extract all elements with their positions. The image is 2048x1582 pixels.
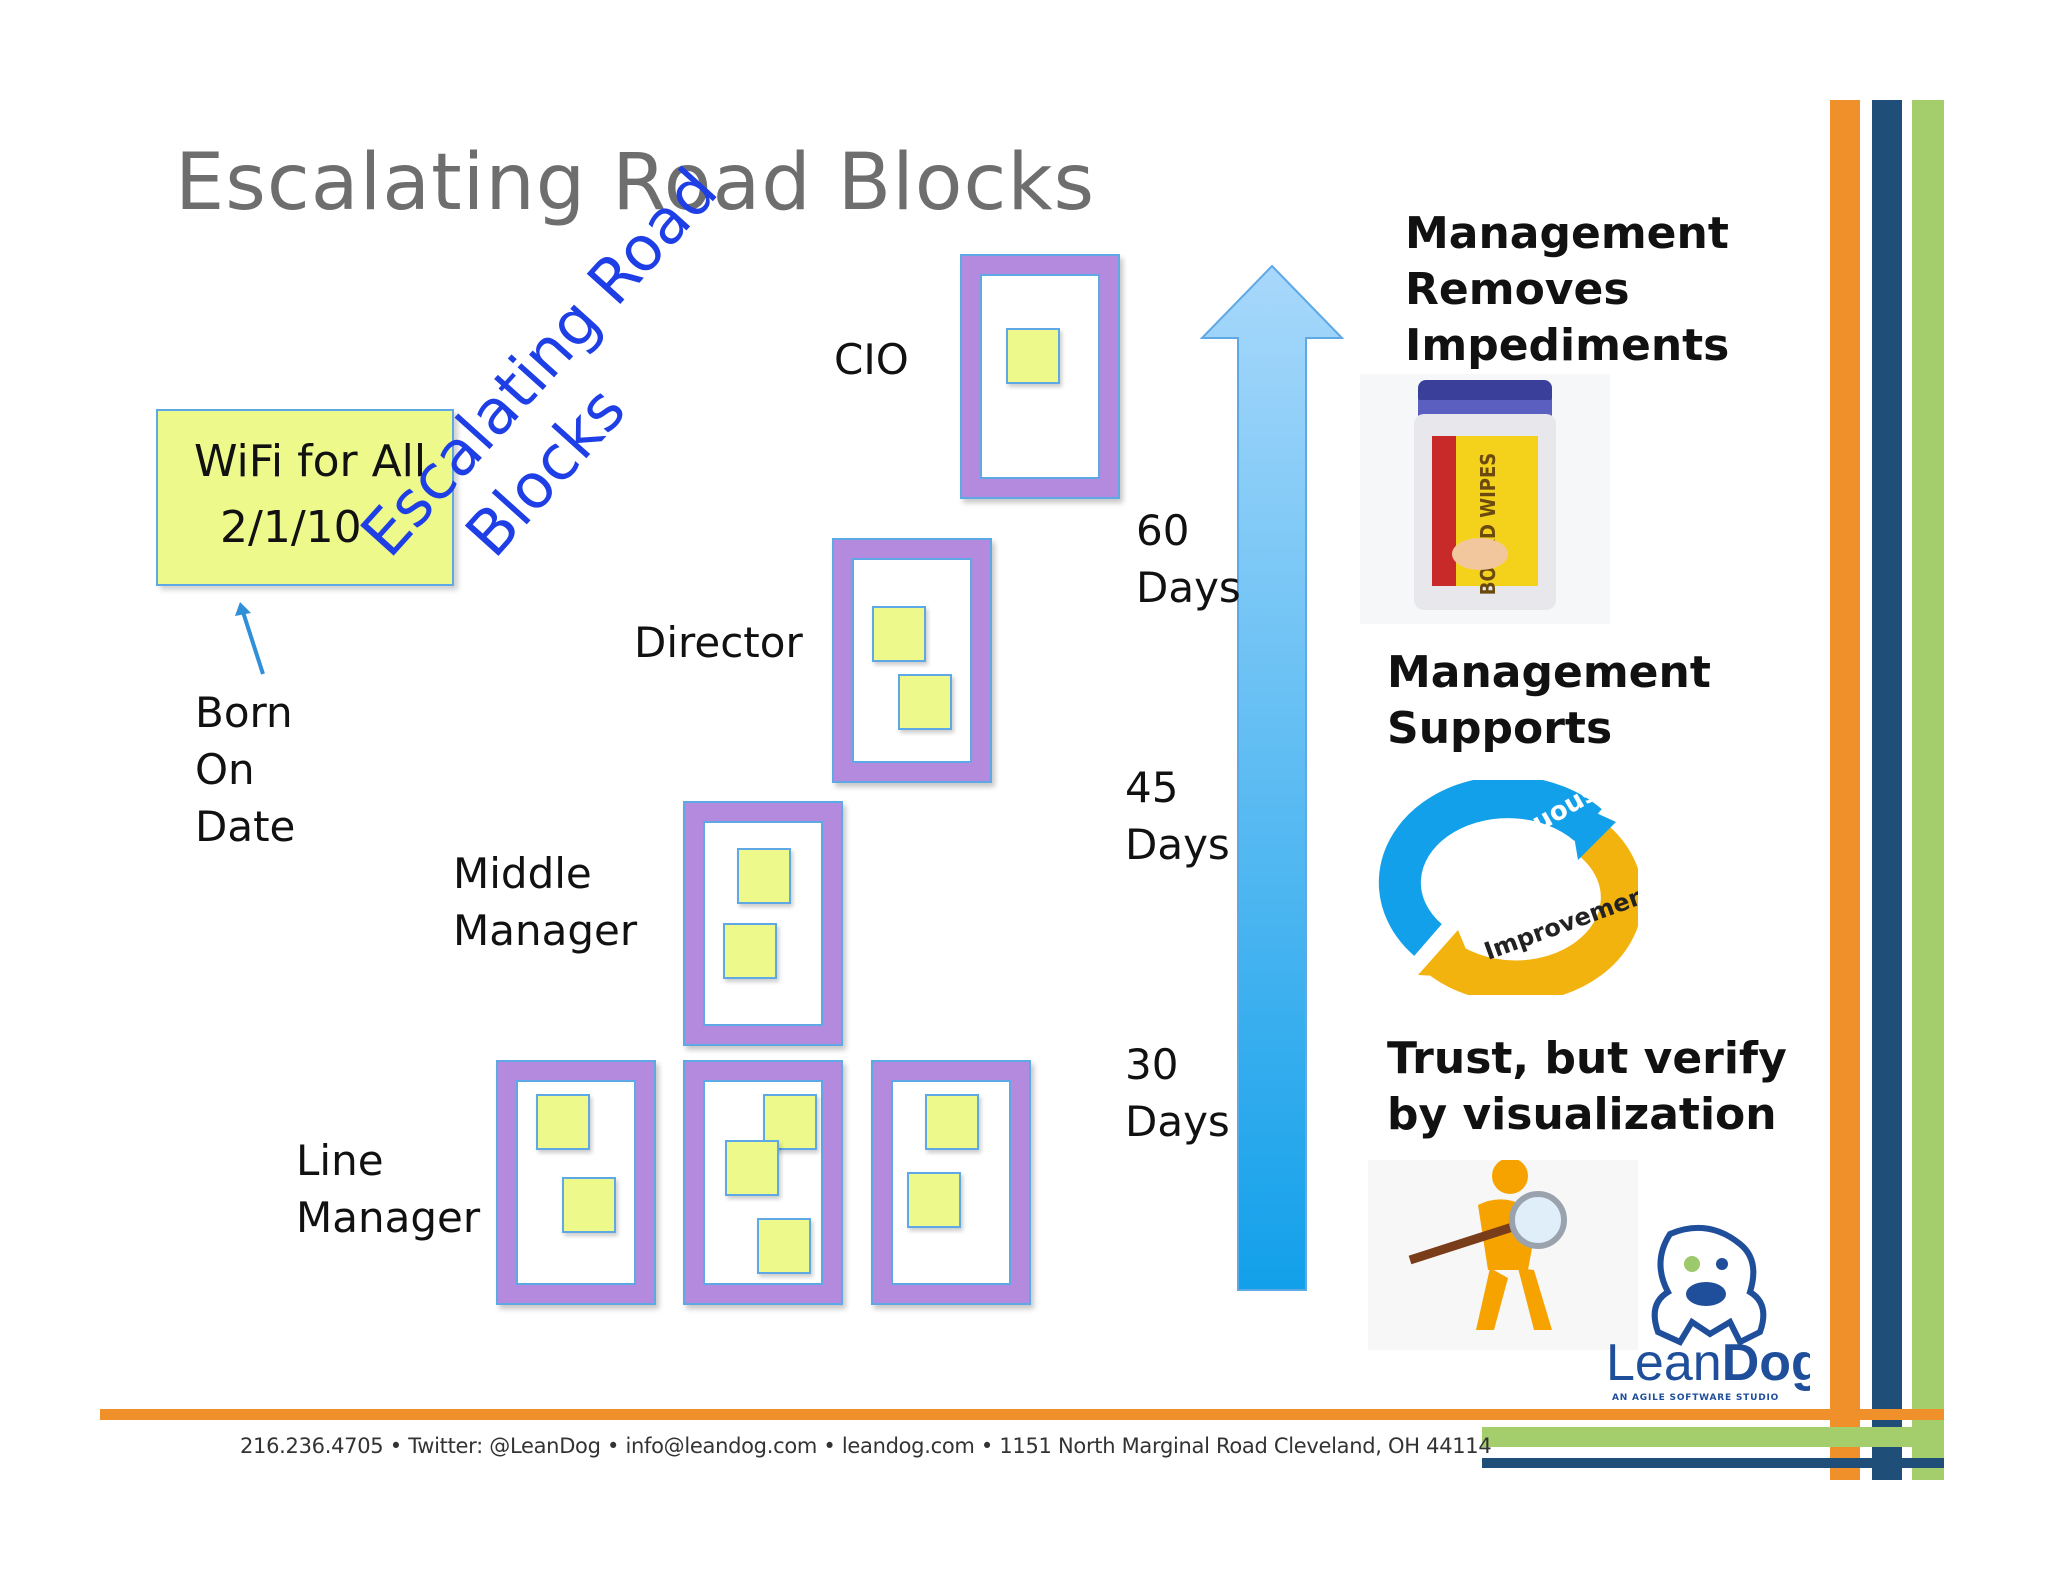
stripe-navy-vertical [1872, 100, 1902, 1480]
sticky-line-1: WiFi for All [194, 436, 427, 487]
stripe-navy-horizontal [1482, 1458, 1944, 1468]
level-label-line-manager: Line Manager [296, 1136, 481, 1242]
leandog-wordmark: LeanDog [1606, 1334, 1810, 1392]
card-note [898, 674, 952, 730]
magnifying-figure-image [1368, 1160, 1638, 1350]
escalation-arrow [1199, 264, 1345, 1291]
board-frame-line-manager-3 [871, 1060, 1031, 1305]
card-note [536, 1094, 590, 1150]
card-note [925, 1094, 979, 1150]
card-note [907, 1172, 961, 1228]
card-note [725, 1140, 779, 1196]
stripe-orange-vertical [1830, 100, 1860, 1480]
stripe-green-horizontal [1482, 1427, 1944, 1447]
card-note [1006, 328, 1060, 384]
timeline-30-days: 30 Days [1125, 1040, 1230, 1146]
timeline-60-days: 60 Days [1136, 506, 1241, 612]
board-frame-director [832, 538, 992, 783]
leandog-logo: LeanDog AN AGILE SOFTWARE STUDIO [1606, 1225, 1810, 1403]
heading-management-removes-impediments: Management Removes Impediments [1405, 208, 1730, 371]
wipes-label-text: BOARD WIPES [1476, 453, 1500, 595]
sticky-line-2: 2/1/10 [220, 502, 362, 553]
born-on-arrow [235, 602, 265, 675]
stripe-green-vertical [1912, 100, 1944, 1480]
heading-management-supports: Management Supports [1387, 647, 1711, 754]
level-label-middle-manager: Middle Manager [453, 849, 638, 955]
card-note [737, 848, 791, 904]
wifi-sticky-note: WiFi for All 2/1/10 [156, 409, 454, 586]
level-label-director: Director [634, 618, 803, 667]
board-frame-middle-manager [683, 801, 843, 1046]
stripe-orange-horizontal [100, 1409, 1944, 1420]
level-label-cio: CIO [834, 335, 909, 384]
wipes-container-image: BOARD WIPES [1360, 374, 1610, 624]
card-note [763, 1094, 817, 1150]
board-frame-cio [960, 254, 1120, 499]
slide-title: Escalating Road Blocks [175, 138, 1096, 228]
card-note [723, 923, 777, 979]
footer-contact: 216.236.4705 • Twitter: @LeanDog • info@… [240, 1434, 1492, 1458]
timeline-45-days: 45 Days [1125, 763, 1230, 869]
card-note [757, 1218, 811, 1274]
logo-dog: Dog [1722, 1334, 1810, 1392]
leandog-tagline: AN AGILE SOFTWARE STUDIO [1612, 1393, 1779, 1403]
logo-lean: Lean [1606, 1334, 1722, 1392]
board-frame-line-manager-1 [496, 1060, 656, 1305]
card-note [872, 606, 926, 662]
continuous-improvement-image: Continuous Improvement [1378, 780, 1638, 995]
heading-trust-but-verify: Trust, but verify by visualization [1387, 1033, 1787, 1140]
card-note [562, 1177, 616, 1233]
board-frame-line-manager-2 [683, 1060, 843, 1305]
born-on-date-label: Born On Date [195, 688, 296, 851]
